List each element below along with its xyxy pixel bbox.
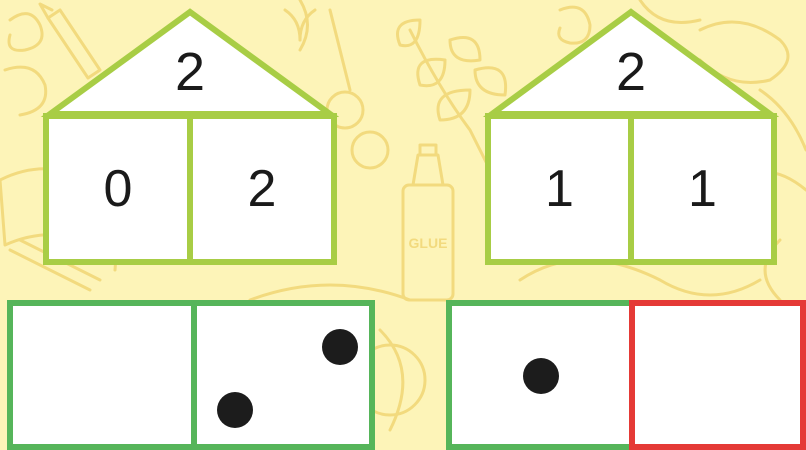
glue-bottle-icon: GLUE	[409, 235, 448, 251]
house-part-left[interactable]: 0	[49, 119, 187, 259]
house-rooms: 0 2	[43, 113, 337, 265]
house-part-right[interactable]: 1	[628, 119, 771, 259]
svg-text:GLUE: GLUE	[409, 235, 448, 251]
house-rooms: 1 1	[485, 113, 777, 265]
house-part-right[interactable]: 2	[187, 119, 331, 259]
domino-dot	[523, 358, 559, 394]
domino-half-left[interactable]	[7, 300, 197, 450]
domino-dot	[217, 392, 253, 428]
house-total-number: 2	[165, 45, 215, 99]
domino-2[interactable]	[446, 300, 806, 450]
house-total-number: 2	[606, 45, 656, 99]
domino-1[interactable]	[7, 300, 375, 450]
domino-dot	[322, 329, 358, 365]
number-house-2: 2 1 1	[482, 5, 780, 265]
domino-half-right[interactable]	[191, 300, 375, 450]
domino-half-left[interactable]	[446, 300, 635, 450]
domino-half-right-error[interactable]	[629, 300, 806, 450]
house-part-left[interactable]: 1	[491, 119, 628, 259]
number-house-1: 2 0 2	[40, 5, 340, 265]
